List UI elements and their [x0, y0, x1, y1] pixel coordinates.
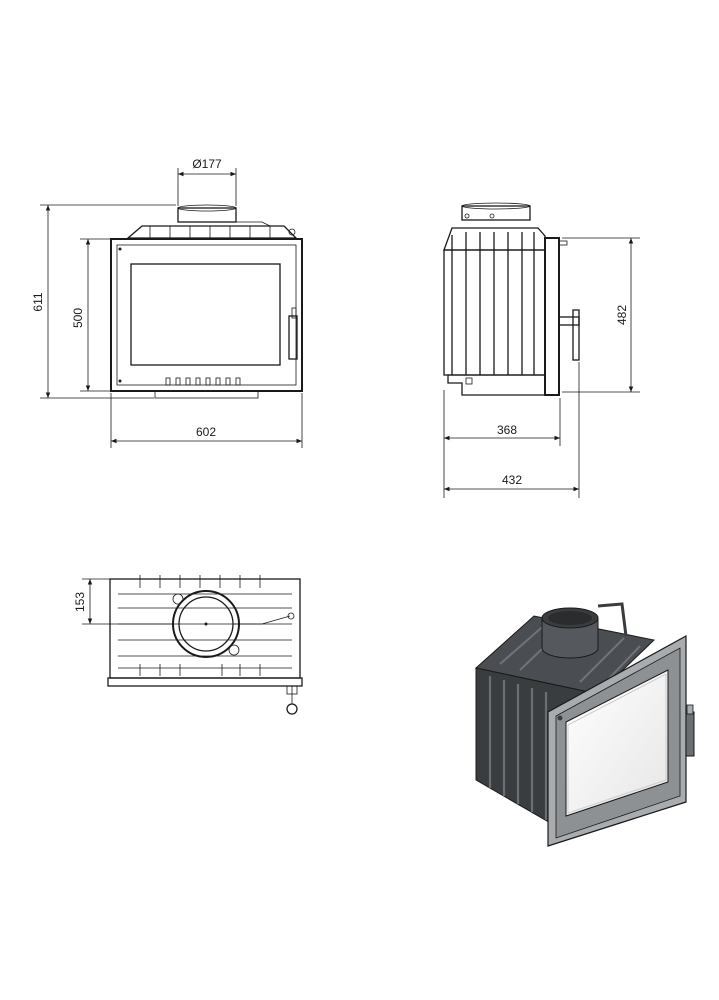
side-body-depth-label: 368: [497, 423, 517, 437]
side-total-depth-label: 432: [502, 473, 522, 487]
side-view: [443, 202, 580, 396]
front-body-height-label: 500: [71, 308, 85, 328]
front-total-height-label: 611: [31, 292, 45, 311]
front-width-label: 602: [196, 425, 216, 439]
side-dimensions: 482 368 432: [443, 237, 640, 498]
front-dimensions: Ø177 611 500 602: [31, 157, 303, 448]
isometric-render: [474, 602, 695, 847]
top-flue-offset-label: 153: [73, 592, 87, 612]
flue-diameter-label: Ø177: [192, 157, 222, 171]
side-height-label: 482: [615, 305, 629, 325]
top-view: [107, 575, 303, 715]
top-dimensions: 153: [73, 578, 172, 625]
front-view: [110, 204, 303, 399]
